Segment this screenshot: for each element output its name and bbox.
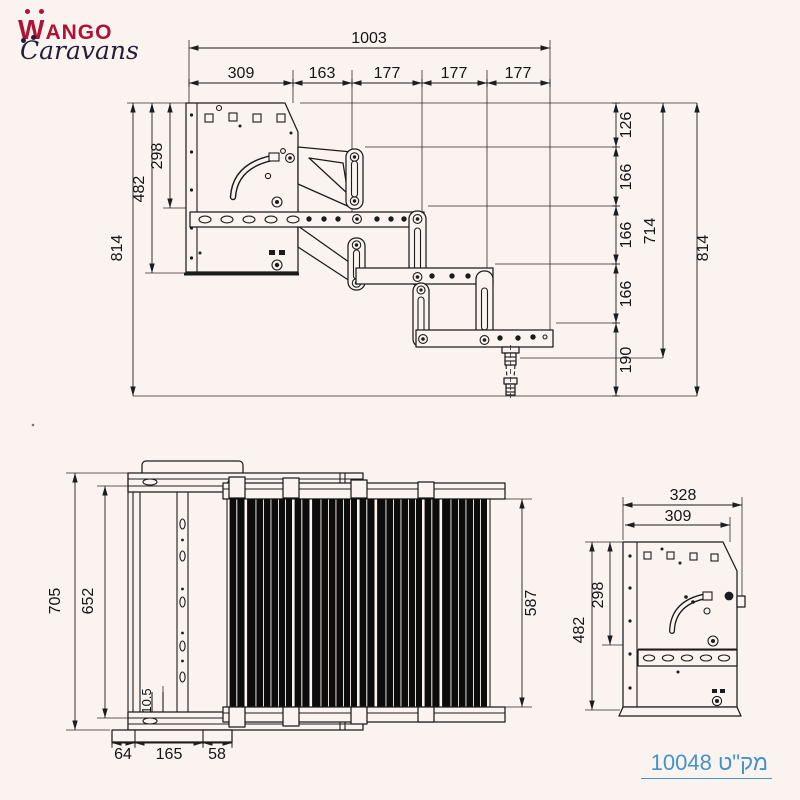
side-view-dimensions [585,497,743,711]
dim-side-298: 298 [590,582,607,609]
dim-right-166b: 166 [618,222,635,249]
dim-left-482: 482 [131,176,148,203]
front-view-labels: 1003 309 163 177 177 177 814 482 298 126… [109,30,712,373]
top-view-labels: 705 652 587 64 165 58 10.5 [47,588,540,763]
dim-side-328: 328 [670,487,697,504]
dim-seg-309: 309 [228,65,255,82]
dim-right-190: 190 [618,347,635,374]
side-view-labels: 328 309 482 298 [571,487,696,643]
crown-dot-icon [25,9,30,14]
dim-top-652: 652 [80,588,97,615]
dim-seg-177b: 177 [441,65,468,82]
dim-right-814: 814 [695,235,712,262]
front-view-extension-lines [127,40,697,397]
catalog-number-link[interactable]: מק"ט 10048 [640,750,772,779]
top-view-steps [111,460,506,743]
front-view-dimensions [130,45,700,397]
dim-seg-177c: 177 [505,65,532,82]
dim-total-width: 1003 [351,30,387,47]
dim-top-64: 64 [114,746,132,763]
dim-top-rail: 10.5 [139,688,154,713]
dim-top-705: 705 [47,588,64,615]
panda-ear-icon [21,38,26,43]
dim-right-166a: 166 [618,164,635,191]
dim-right-126: 126 [618,112,635,139]
dim-left-814: 814 [109,235,126,262]
panda-ear-icon [31,35,36,40]
logo-brand-rest: ANGO [45,21,113,44]
logo-sub-text: Caravans [20,36,139,65]
dim-side-309: 309 [665,508,692,525]
dim-top-587: 587 [523,590,540,617]
dim-left-298: 298 [149,143,166,170]
dim-seg-177a: 177 [374,65,401,82]
front-view-step-mechanism [184,102,554,398]
dim-right-166c: 166 [618,281,635,308]
wango-caravans-logo: WANGO Caravans [16,8,166,68]
stray-mark [31,423,35,427]
dim-right-714: 714 [642,218,659,245]
dim-side-482: 482 [571,617,588,644]
side-view-housing [618,541,746,717]
dim-seg-163: 163 [309,65,336,82]
dim-top-58: 58 [208,746,226,763]
dim-top-165: 165 [156,746,183,763]
crown-dot-icon [39,9,44,14]
